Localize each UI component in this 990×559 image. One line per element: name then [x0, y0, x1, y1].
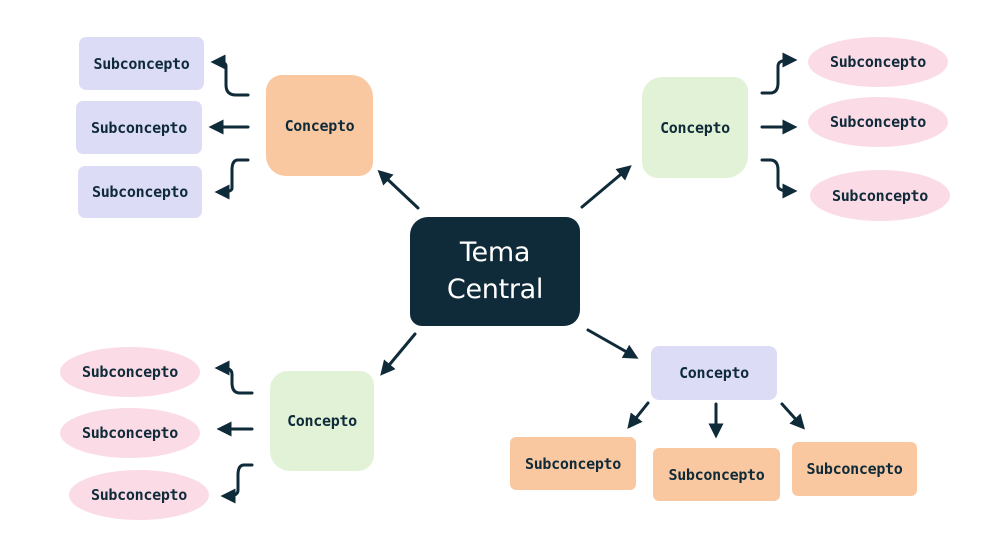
central-topic: Tema Central: [410, 217, 580, 326]
subconcept-10: Subconcepto: [510, 437, 636, 490]
subconcept-12: Subconcepto: [792, 442, 917, 496]
arrow-to-subconcept-9: [220, 463, 254, 504]
concept-top-left: Concepto: [266, 75, 373, 176]
arrow-to-subconcept-7: [214, 360, 254, 395]
subconcept-7: Subconcepto: [60, 347, 200, 397]
arrow-to-concept-bottom-right: [586, 328, 639, 359]
subconcept-5: Subconcepto: [808, 97, 948, 147]
arrow-to-concept-bottom-left: [380, 332, 417, 376]
arrow-to-concept-top-right: [580, 165, 632, 209]
arrow-to-concept-top-left: [377, 169, 420, 210]
subconcept-6: Subconcepto: [810, 170, 950, 221]
concept-bottom-right: Concepto: [651, 346, 777, 400]
arrow-to-subconcept-4: [760, 52, 798, 95]
central-topic-line-1: Tema: [459, 237, 531, 269]
arrow-to-subconcept-1: [210, 54, 250, 97]
subconcept-1: Subconcepto: [79, 37, 204, 90]
subconcept-3: Subconcepto: [78, 166, 202, 218]
arrow-to-subconcept-6: [760, 158, 798, 199]
concept-bottom-left: Concepto: [270, 371, 374, 471]
arrow-to-subconcept-3: [214, 158, 250, 200]
subconcept-9: Subconcepto: [69, 470, 209, 520]
arrow-to-subconcept-10: [627, 401, 650, 429]
arrow-to-subconcept-12: [780, 402, 806, 430]
concept-top-right: Concepto: [642, 77, 748, 178]
central-topic-line-2: Central: [446, 273, 544, 305]
subconcept-4: Subconcepto: [808, 37, 948, 87]
subconcept-2: Subconcepto: [76, 101, 202, 154]
subconcept-11: Subconcepto: [653, 448, 780, 501]
subconcept-8: Subconcepto: [60, 408, 200, 458]
